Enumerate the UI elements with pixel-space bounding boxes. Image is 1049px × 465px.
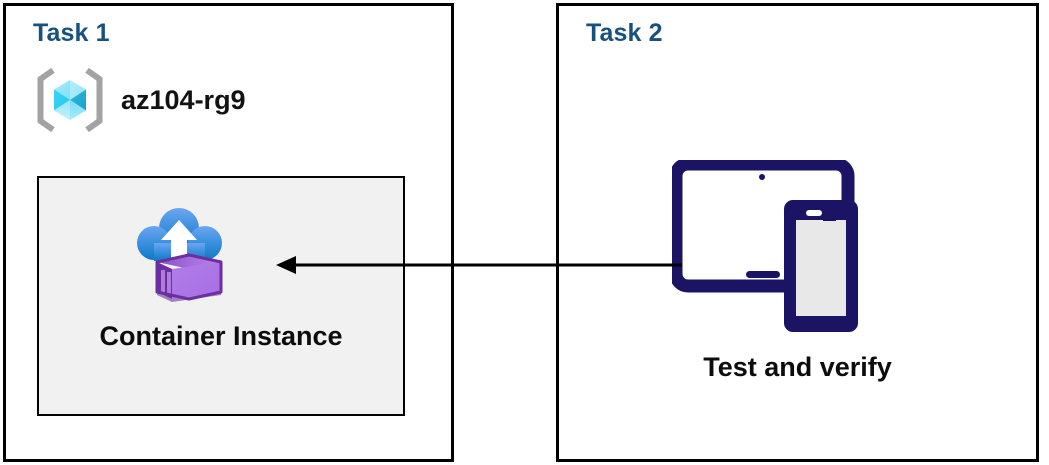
- task-1-title: Task 1: [33, 19, 110, 47]
- container-instance-label: Container Instance: [99, 321, 343, 351]
- task-2-title: Task 2: [586, 19, 663, 47]
- resource-group-row: az104-rg9: [33, 63, 246, 137]
- test-and-verify-label: Test and verify: [703, 352, 892, 382]
- tablet-and-phone-icon: [672, 160, 858, 332]
- resource-group-cube-icon: [37, 67, 103, 133]
- arrow-task2-to-task1: [276, 256, 682, 274]
- container-instance-card: Container Instance: [37, 176, 405, 416]
- container-instance-icon: [137, 208, 223, 302]
- resource-group-label: az104-rg9: [121, 84, 246, 115]
